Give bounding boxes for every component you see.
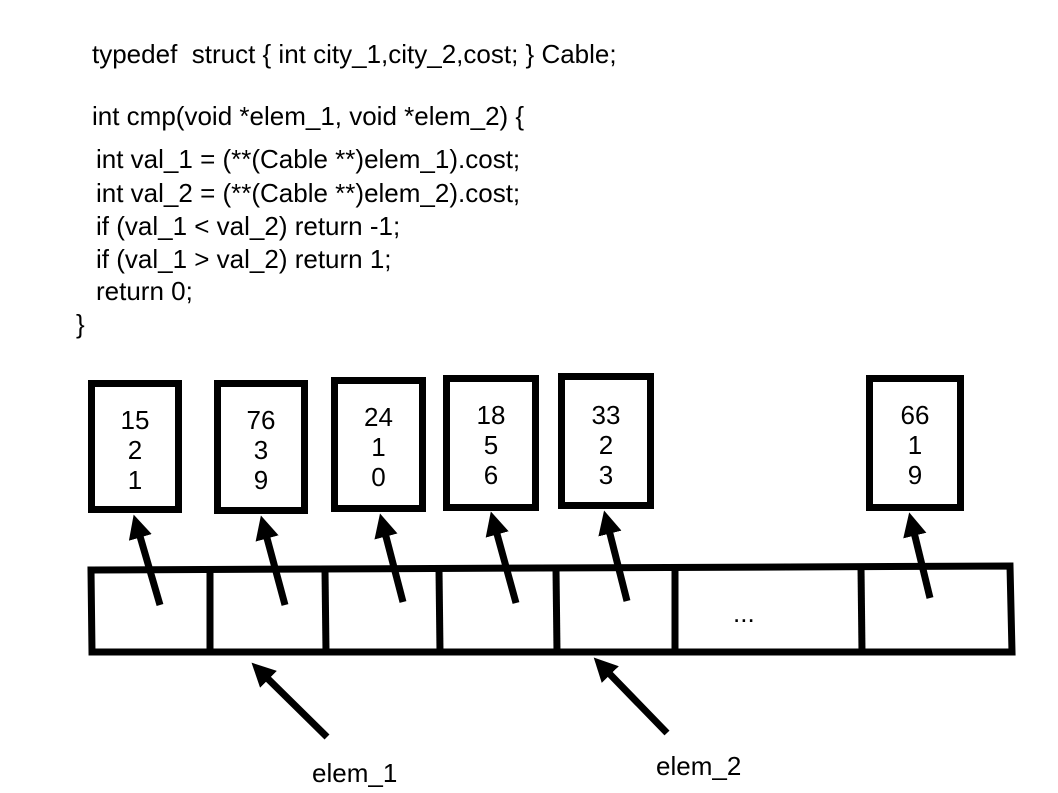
cable-cost: 18 xyxy=(476,400,506,430)
cable-city-2: 2 xyxy=(127,435,143,465)
cable-city-2: 3 xyxy=(253,435,269,465)
cable-box: 24 1 0 xyxy=(331,377,426,512)
pointer-arrow xyxy=(255,515,289,606)
cable-city-1: 1 xyxy=(127,465,143,495)
array-ellipsis: ... xyxy=(733,598,755,628)
pointer-array xyxy=(87,562,1016,656)
code-line-2: int val_2 = (**(Cable **)elem_2).cost; xyxy=(96,178,521,208)
code-cmp-signature: int cmp(void *elem_1, void *elem_2) { xyxy=(92,101,525,131)
cable-city-2: 1 xyxy=(371,432,386,462)
array-cell-divider xyxy=(552,568,561,653)
pointer-arrow xyxy=(374,513,407,603)
code-close-brace: } xyxy=(76,309,85,339)
elem-1-arrow xyxy=(251,662,330,740)
cable-box: 66 1 9 xyxy=(866,375,964,511)
cable-cost: 33 xyxy=(591,400,621,430)
pointer-arrow xyxy=(128,514,164,606)
elem-2-arrow xyxy=(593,657,670,736)
code-line-1: int val_1 = (**(Cable **)elem_1).cost; xyxy=(96,144,521,174)
pointer-arrow xyxy=(485,511,520,604)
cable-city-2: 2 xyxy=(598,430,614,460)
array-cell-divider xyxy=(321,569,330,653)
code-line-3: if (val_1 < val_2) return -1; xyxy=(96,211,401,241)
cable-cost: 66 xyxy=(900,400,930,430)
cable-cost: 76 xyxy=(246,405,276,435)
pointer-arrow xyxy=(903,512,934,599)
cable-box: 33 2 3 xyxy=(558,373,654,509)
code-line-4: if (val_1 > val_2) return 1; xyxy=(96,244,392,274)
cable-city-1: 0 xyxy=(371,462,386,492)
cable-city-1: 9 xyxy=(907,460,923,490)
elem-2-label: elem_2 xyxy=(656,751,742,781)
array-cell-divider xyxy=(435,568,444,653)
code-line-5: return 0; xyxy=(96,276,193,306)
cable-cost: 24 xyxy=(364,402,393,432)
cable-box: 15 2 1 xyxy=(88,380,182,513)
cable-city-2: 5 xyxy=(483,430,499,460)
code-typedef: typedef struct { int city_1,city_2,cost;… xyxy=(92,39,617,69)
cable-city-1: 3 xyxy=(598,460,614,490)
cable-city-1: 9 xyxy=(253,465,269,495)
cable-box: 76 3 9 xyxy=(214,380,308,514)
cable-city-2: 1 xyxy=(907,430,923,460)
cable-city-1: 6 xyxy=(483,460,499,490)
cable-cost: 15 xyxy=(120,405,150,435)
array-cell-divider xyxy=(857,566,866,653)
cable-box: 18 5 6 xyxy=(443,375,539,511)
elem-1-label: elem_1 xyxy=(312,758,398,788)
pointer-arrow xyxy=(598,510,631,602)
